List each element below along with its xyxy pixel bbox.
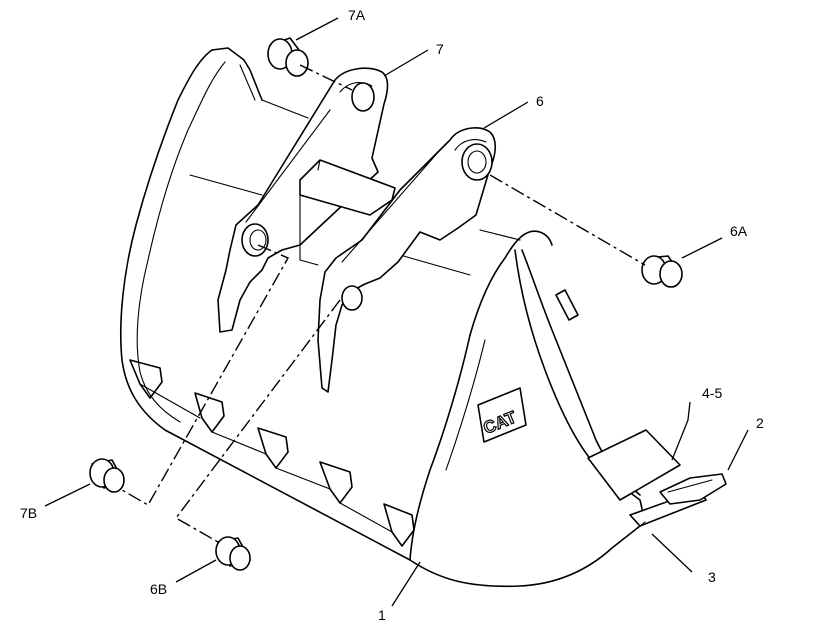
callout-7a: 7A bbox=[348, 7, 366, 23]
callout-6b: 6B bbox=[150, 581, 167, 597]
bushing-7a bbox=[267, 37, 309, 77]
bucket-teeth bbox=[129, 359, 415, 547]
upper-pin-bore-left bbox=[351, 82, 375, 112]
callout-6a: 6A bbox=[730, 223, 748, 239]
callout-4-5: 4-5 bbox=[702, 385, 722, 401]
tip-adapter-assembly bbox=[587, 429, 727, 527]
bucket-body bbox=[120, 47, 646, 588]
upper-pin-bore-right bbox=[461, 143, 493, 181]
right-mounting-plate bbox=[317, 127, 497, 393]
bushing-6b bbox=[215, 536, 251, 571]
callout-3: 3 bbox=[708, 569, 716, 585]
lower-pin-bore-right bbox=[341, 285, 363, 311]
leader-lines bbox=[44, 17, 749, 607]
callout-2: 2 bbox=[756, 415, 764, 431]
callout-7: 7 bbox=[436, 41, 444, 57]
callout-1: 1 bbox=[378, 607, 386, 623]
bushing-6a bbox=[641, 255, 683, 288]
bushing-7b bbox=[89, 458, 125, 493]
lower-pin-bore-left bbox=[241, 223, 269, 257]
left-mounting-plate bbox=[217, 67, 389, 333]
callout-7b: 7B bbox=[20, 505, 37, 521]
callout-labels: 7A 7 6 6A 4-5 2 3 1 7B 6B bbox=[20, 7, 764, 623]
assembly-lines bbox=[121, 64, 646, 543]
callout-6: 6 bbox=[536, 93, 544, 109]
cat-logo: CAT bbox=[477, 387, 527, 443]
